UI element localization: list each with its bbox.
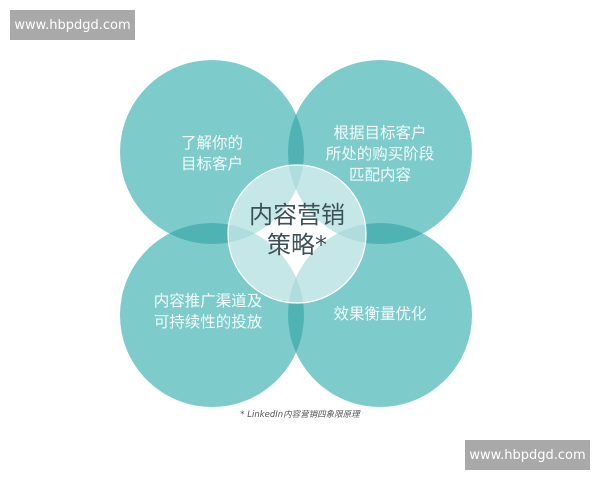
center-title-line: 内容营销	[249, 201, 345, 229]
label-line: 可持续性的投放	[153, 313, 263, 331]
label-line: 目标客户	[180, 155, 243, 173]
quadrant-label-top-right: 根据目标客户 所处的购买阶段 匹配内容	[318, 123, 442, 186]
label-line: 内容推广渠道及	[153, 292, 263, 310]
quadrant-label-top-left: 了解你的 目标客户	[160, 133, 264, 175]
center-title-line: 策略*	[267, 231, 327, 259]
center-title: 内容营销 策略*	[227, 200, 367, 260]
label-line: 根据目标客户	[333, 124, 427, 142]
watermark-top-left: www.hbpdgd.com	[10, 10, 135, 40]
quadrant-label-bottom-right: 效果衡量优化	[318, 304, 442, 325]
diagram-caption: * LinkedIn内容营销四象限原理	[240, 410, 360, 420]
label-line: 效果衡量优化	[333, 305, 427, 323]
label-line: 匹配内容	[348, 166, 411, 184]
quadrant-label-bottom-left: 内容推广渠道及 可持续性的投放	[145, 291, 271, 333]
label-line: 所处的购买阶段	[325, 145, 435, 163]
watermark-bottom-right: www.hbpdgd.com	[465, 440, 590, 470]
label-line: 了解你的	[180, 134, 243, 152]
